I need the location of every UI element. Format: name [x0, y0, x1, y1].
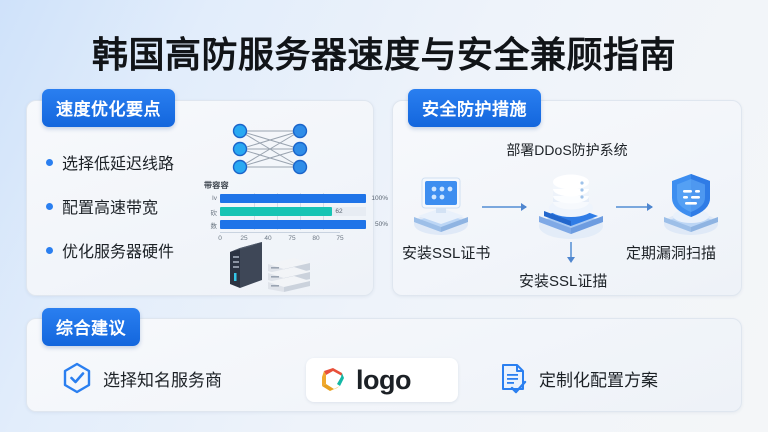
security-panel-badge: 安全防护措施	[408, 89, 541, 127]
list-item: 配置高速带宽	[46, 184, 211, 228]
chart-plot-area: Iv 100% 砍 62 数 50%	[204, 193, 388, 230]
network-mesh-icon	[222, 122, 318, 176]
chart-xtick-label: 80	[312, 235, 320, 242]
chart-value-label: 100%	[371, 195, 388, 202]
chart-bar-track: 62	[220, 207, 366, 216]
brand-logo-icon	[318, 365, 348, 395]
flow-arrow-right-icon	[616, 203, 653, 210]
bullet-dot-icon	[46, 158, 53, 166]
list-item-label: 配置高速带宽	[62, 200, 159, 217]
chart-value-label: 62	[335, 208, 343, 215]
chart-title: 带容容	[204, 181, 229, 190]
list-item: 选择低延迟线路	[46, 140, 211, 184]
chart-ytick-label: 数	[210, 222, 218, 230]
list-item-label: 选择低延迟线路	[62, 156, 175, 173]
list-item-label: 优化服务器硬件	[62, 244, 175, 261]
flow-node-label: 定期漏洞扫描	[626, 245, 717, 262]
table-row: Iv 100%	[204, 193, 388, 204]
list-item: 优化服务器硬件	[46, 228, 211, 272]
speed-bullet-list: 选择低延迟线路 配置高速带宽 优化服务器硬件	[46, 140, 211, 272]
chart-bar	[220, 220, 366, 229]
chart-x-axis: 0 25 40 75 80 75	[218, 232, 344, 244]
chart-xtick-label: 40	[264, 235, 272, 242]
flow-node-label: 安装SSL证书	[402, 245, 491, 262]
chart-bar-track: 50%	[220, 220, 388, 229]
chart-xtick-label: 75	[336, 235, 344, 242]
chart-bar	[220, 194, 366, 203]
ddos-subtitle: 部署DDoS防护系统	[506, 142, 628, 158]
speed-panel-badge: 速度优化要点	[42, 89, 175, 127]
security-flow-diagram	[398, 162, 736, 263]
flow-node-label: 安装SSL证描	[519, 273, 608, 290]
chart-xtick-label: 0	[218, 235, 222, 242]
table-row: 数 50%	[204, 219, 388, 230]
advice-item-label: 定制化配置方案	[539, 370, 658, 390]
monitor-ssl-icon	[404, 166, 478, 240]
advice-item-provider: 选择知名服务商	[62, 362, 222, 394]
bullet-dot-icon	[46, 246, 53, 254]
chart-bar-track: 100%	[220, 194, 388, 203]
advice-item-custom-config: 定制化配置方案	[498, 362, 658, 394]
hexagon-check-icon	[62, 362, 92, 394]
chart-ytick-label: Iv	[211, 195, 217, 202]
brand-logo: logo	[306, 358, 458, 402]
advice-panel-badge: 综合建议	[42, 308, 140, 346]
chart-xtick-label: 75	[288, 235, 296, 242]
advice-item-label: 选择知名服务商	[103, 370, 222, 390]
bandwidth-bar-chart: 带容容 Iv 100% 砍 62 数 50%	[204, 180, 388, 244]
bullet-dot-icon	[46, 202, 53, 210]
flow-arrow-right-icon	[482, 203, 527, 210]
chart-ytick-label: 砍	[210, 209, 218, 217]
document-check-icon	[498, 362, 528, 394]
server-rack-icon	[222, 240, 322, 292]
chart-xtick-label: 25	[240, 235, 248, 242]
brand-logo-text: logo	[356, 364, 411, 395]
shield-scan-icon	[654, 166, 728, 240]
chart-bar	[220, 207, 333, 216]
chart-value-label: 50%	[374, 221, 388, 228]
database-stack-icon	[530, 162, 612, 244]
flow-arrow-down-icon	[567, 242, 574, 263]
page-title: 韩国高防服务器速度与安全兼顾指南	[91, 34, 676, 75]
table-row: 砍 62	[204, 206, 366, 217]
